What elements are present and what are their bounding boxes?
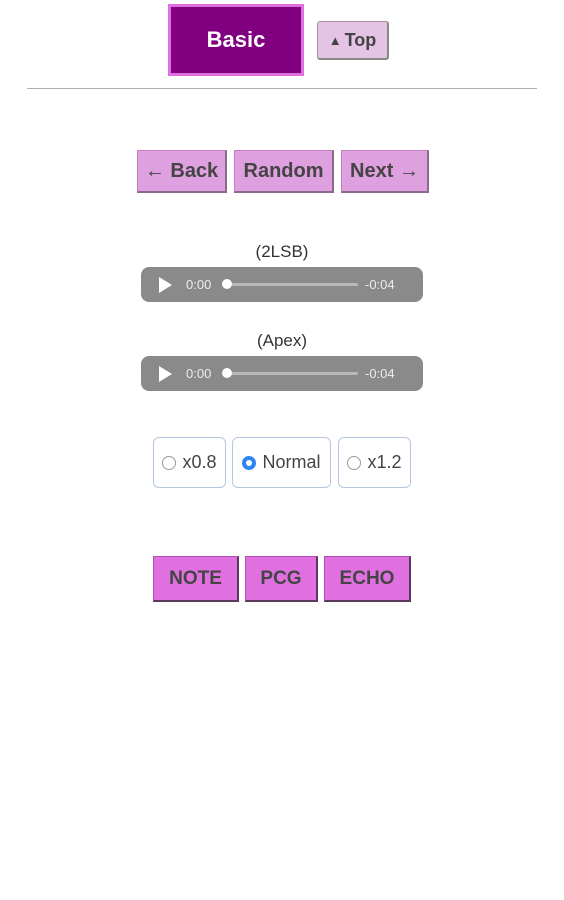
speed-option-label: x1.2 xyxy=(367,452,402,472)
audio-label-2lsb: (2LSB) xyxy=(255,242,309,261)
audio-player-apex[interactable]: 0:00 -0:04 xyxy=(141,356,423,391)
note-button[interactable]: NOTE xyxy=(153,556,239,602)
audio-remaining-time: -0:04 xyxy=(365,366,395,381)
speed-option-normal[interactable]: Normal xyxy=(232,437,331,488)
basic-button[interactable]: Basic xyxy=(168,4,304,76)
back-button-label: ← Back xyxy=(144,159,219,182)
speed-option-label: Normal xyxy=(262,452,321,472)
audio-seek-thumb[interactable] xyxy=(222,368,232,378)
audio-current-time: 0:00 xyxy=(186,366,212,381)
speed-radio-x0-8[interactable] xyxy=(162,455,177,470)
header-divider xyxy=(27,88,537,89)
speed-radio-x1-2[interactable] xyxy=(347,455,362,470)
next-button-label: Next → xyxy=(350,159,419,182)
random-button[interactable]: Random xyxy=(234,150,334,193)
audio-seek-bar[interactable] xyxy=(222,279,358,289)
audio-seek-thumb[interactable] xyxy=(222,279,232,289)
top-button[interactable]: ▲ Top xyxy=(317,21,389,60)
speed-option-x1-2[interactable]: x1.2 xyxy=(338,437,411,488)
speed-option-label: x0.8 xyxy=(182,452,217,472)
speed-radio-normal[interactable] xyxy=(242,455,257,470)
audio-remaining-time: -0:04 xyxy=(365,277,395,292)
play-icon[interactable] xyxy=(159,276,172,293)
triangle-up-icon: ▲ xyxy=(328,32,342,48)
random-button-label: Random xyxy=(243,159,324,182)
audio-label-apex: (Apex) xyxy=(256,331,308,350)
note-button-label: NOTE xyxy=(169,567,222,589)
basic-button-label: Basic xyxy=(206,27,266,52)
audio-seek-bar[interactable] xyxy=(222,368,358,378)
echo-button-label: ECHO xyxy=(339,567,395,589)
echo-button[interactable]: ECHO xyxy=(324,556,411,602)
pcg-button-label: PCG xyxy=(260,567,302,589)
top-button-label: Top xyxy=(344,29,377,50)
speed-option-x0-8[interactable]: x0.8 xyxy=(153,437,226,488)
play-icon[interactable] xyxy=(159,365,172,382)
audio-current-time: 0:00 xyxy=(186,277,212,292)
audio-player-2lsb[interactable]: 0:00 -0:04 xyxy=(141,267,423,302)
back-button[interactable]: ← Back xyxy=(137,150,227,193)
pcg-button[interactable]: PCG xyxy=(245,556,318,602)
next-button[interactable]: Next → xyxy=(341,150,429,193)
